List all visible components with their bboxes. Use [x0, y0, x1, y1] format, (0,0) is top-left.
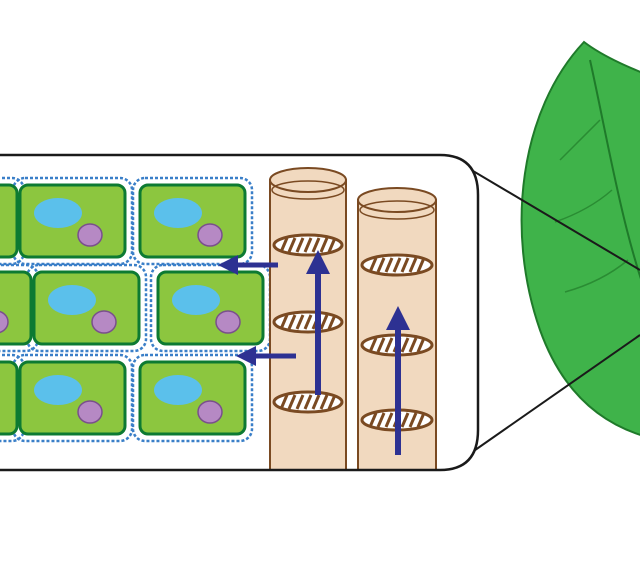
xylem-thickening-2-2-2 [376, 337, 386, 353]
xylem-thickening-2-1-6 [408, 257, 418, 273]
vacuole-5 [48, 285, 96, 315]
panel-content [0, 167, 437, 470]
vacuole-3 [154, 198, 202, 228]
xylem-thickening-2-3-1 [368, 412, 378, 428]
xylem-ring-1-1 [272, 233, 344, 257]
xylem-thickening-2-2-6 [408, 337, 418, 353]
xylem-thickening-2-1-1 [368, 257, 378, 273]
xylem-thickening-2-2-3 [384, 337, 394, 353]
leaf-vein-1 [559, 119, 601, 161]
xylem-thickening-2-3-5 [400, 412, 410, 428]
water-flow-arrows [218, 250, 410, 455]
vacuole-8 [34, 375, 82, 405]
xylem-thickening-2-1-3 [384, 257, 394, 273]
xylem-top-rim-1 [271, 180, 345, 200]
xylem-thickening-2-1-4 [392, 257, 402, 273]
nucleus-8 [77, 400, 103, 424]
leaf-icon [520, 40, 640, 436]
water-film-6 [149, 263, 272, 353]
xylem-thickening-2-2-7 [416, 337, 426, 353]
xylem-top-1 [269, 167, 347, 193]
xylem-thickening-1-2-4 [303, 314, 313, 330]
xylem-thickening-2-1-7 [416, 257, 426, 273]
xylem-thickening-1-3-2 [287, 394, 297, 410]
xylem-ring-1-3 [272, 390, 344, 414]
leaf-vein-2 [554, 189, 613, 223]
vacuole-6 [172, 285, 220, 315]
xylem-thickening-2-2-5 [400, 337, 410, 353]
vacuole-2 [34, 198, 82, 228]
panel-border [0, 153, 480, 472]
xylem-ring-1-2 [272, 310, 344, 334]
xylem-thickening-1-1-4 [303, 237, 313, 253]
xylem-thickening-1-3-6 [319, 394, 329, 410]
leaf [520, 40, 640, 436]
xylem-vessel-1 [269, 167, 347, 470]
water-film-9 [131, 353, 254, 443]
magnified-panel [0, 153, 480, 472]
nucleus-3 [197, 223, 223, 247]
nucleus-6 [215, 310, 241, 334]
xylem-thickening-2-3-7 [416, 412, 426, 428]
xylem-thickening-1-3-5 [311, 394, 321, 410]
leaf-vein-main [589, 59, 640, 280]
xylem-thickening-2-2-1 [368, 337, 378, 353]
mesophyll-cell-4 [0, 270, 33, 346]
xylem-thickening-1-2-1 [279, 314, 289, 330]
zoom-line-top [467, 167, 640, 271]
xylem-thickening-2-3-2 [376, 412, 386, 428]
water-film-5 [25, 263, 148, 353]
vacuole-9 [154, 375, 202, 405]
xylem-thickening-2-3-6 [408, 412, 418, 428]
xylem-thickening-1-1-1 [279, 237, 289, 253]
xylem-thickening-1-1-7 [327, 237, 337, 253]
xylem-thickening-1-2-3 [295, 314, 305, 330]
xylem-thickening-1-2-7 [327, 314, 337, 330]
xylem-thickening-1-2-2 [287, 314, 297, 330]
xylem-top-2 [357, 187, 437, 213]
xylem-thickening-1-3-4 [303, 394, 313, 410]
nucleus-5 [91, 310, 117, 334]
xylem-thickening-1-3-7 [327, 394, 337, 410]
xylem-thickening-1-1-6 [319, 237, 329, 253]
water-film-network [0, 176, 272, 443]
leaf-vein-3 [564, 259, 629, 293]
mesophyll-cell-7 [0, 360, 19, 436]
mesophyll-cells [0, 183, 265, 436]
xylem-thickening-1-1-5 [311, 237, 321, 253]
xylem-thickening-2-3-3 [384, 412, 394, 428]
nucleus-4 [0, 310, 9, 334]
water-film-2 [11, 176, 134, 266]
xylem-thickening-1-3-3 [295, 394, 305, 410]
xylem-top-rim-2 [359, 200, 435, 220]
water-film-3 [131, 176, 254, 266]
mesophyll-cell-1 [0, 183, 19, 259]
nucleus-9 [197, 400, 223, 424]
xylem-thickening-2-1-2 [376, 257, 386, 273]
xylem-thickening-2-1-5 [400, 257, 410, 273]
nucleus-2 [77, 223, 103, 247]
xylem-thickening-1-1-3 [295, 237, 305, 253]
zoom-line-bottom [467, 334, 640, 456]
xylem-thickening-1-1-2 [287, 237, 297, 253]
xylem-thickening-1-3-1 [279, 394, 289, 410]
xylem-thickening-1-2-6 [319, 314, 329, 330]
xylem-ring-2-1 [360, 253, 434, 277]
water-film-8 [11, 353, 134, 443]
